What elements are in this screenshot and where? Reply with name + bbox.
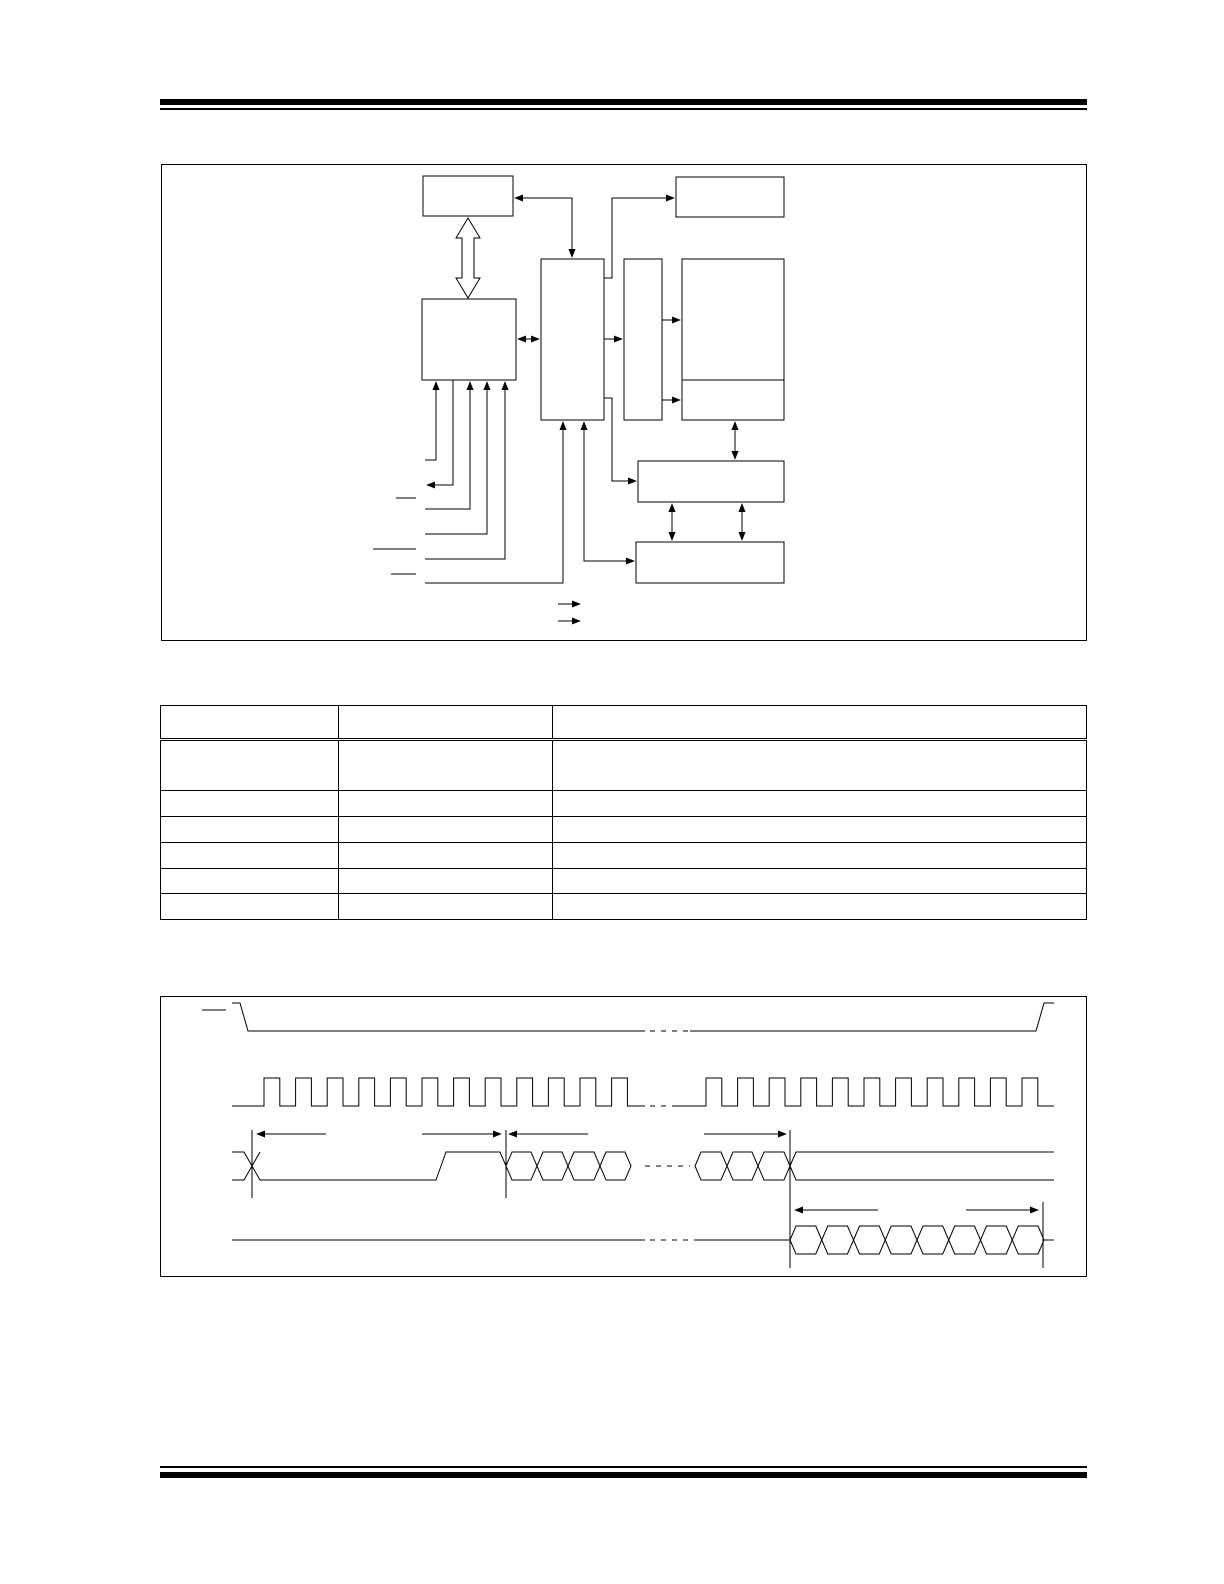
sck-pulse-train [674,1077,1054,1107]
table-row [160,816,1087,843]
sck-pulse-train [232,1077,645,1107]
so-data-cell [1011,1225,1045,1255]
table-cell [338,867,553,895]
table-row [160,893,1087,920]
table-cell [160,790,339,818]
si-waveform-start [232,1151,253,1181]
so-data-cell [852,1225,886,1255]
header-rule-thick [160,99,1087,105]
si-data-cells [505,1151,791,1181]
si-waveform-end-top [789,1151,1054,1167]
header-rule-thin [160,108,1087,110]
si-data-cell [599,1151,632,1181]
link-top-left-center [514,194,576,258]
block-memory-array [681,258,785,421]
si-data-cell [726,1151,759,1181]
si-data-cell [567,1151,601,1181]
bus-arrow [455,217,481,299]
block-output-buffer [635,541,785,584]
table-header-cell [338,705,553,741]
si-opcode-line [251,1151,261,1167]
sck-waveform [232,1077,1054,1107]
si-waveform-low [251,1151,507,1181]
si-data-cell [536,1151,569,1181]
timing-diagram-frame [160,996,1087,1277]
si-data-cell [694,1151,728,1181]
table-cell [338,790,553,818]
pin-line-1 [425,381,440,461]
table-cell [552,867,1087,895]
so-data-cell [916,1225,950,1255]
table-cell [552,893,1087,920]
pin-line-6 [425,421,567,584]
pin-line-4 [425,381,491,535]
table-cell [160,841,339,869]
block-control-logic [421,298,517,381]
so-data-cell [979,1225,1013,1255]
link-center-output [580,421,635,565]
pin-line-3 [425,381,474,510]
table-header-cell [160,705,339,741]
table-row [160,867,1087,895]
si-data-cell [757,1151,791,1181]
block-top-left [422,175,514,217]
table-header-row [160,705,1087,741]
table-row [160,738,1087,792]
so-data-cell [821,1225,855,1255]
block-top-right [675,176,785,218]
so-data-cells [789,1225,1045,1255]
table-cell [552,738,1087,792]
block-decoder [623,258,663,421]
table-cell [160,738,339,792]
table-cell [552,816,1087,843]
si-data-cell [505,1151,538,1181]
table-cell [338,738,553,792]
table-cell [338,841,553,869]
pin-line-5 [425,381,509,560]
so-data-cell [884,1225,918,1255]
cs-waveform-left [232,1002,645,1032]
si-waveform-end-bottom [789,1165,1054,1181]
table-cell [338,816,553,843]
footer-rule-thin [160,1466,1087,1468]
table-cell [160,867,339,895]
so-data-cell [789,1225,823,1255]
pin-function-table [160,705,1087,920]
block-sense-amp [637,460,785,503]
cs-waveform-right [690,1002,1054,1032]
footer-rule-thick [160,1472,1087,1478]
so-data-cell [948,1225,982,1255]
pin-line-2 [426,380,454,489]
block-diagram-frame [161,164,1087,641]
table-cell [160,816,339,843]
link-center-top-right [604,194,675,279]
table-cell [160,893,339,920]
table-header-cell [552,705,1087,741]
